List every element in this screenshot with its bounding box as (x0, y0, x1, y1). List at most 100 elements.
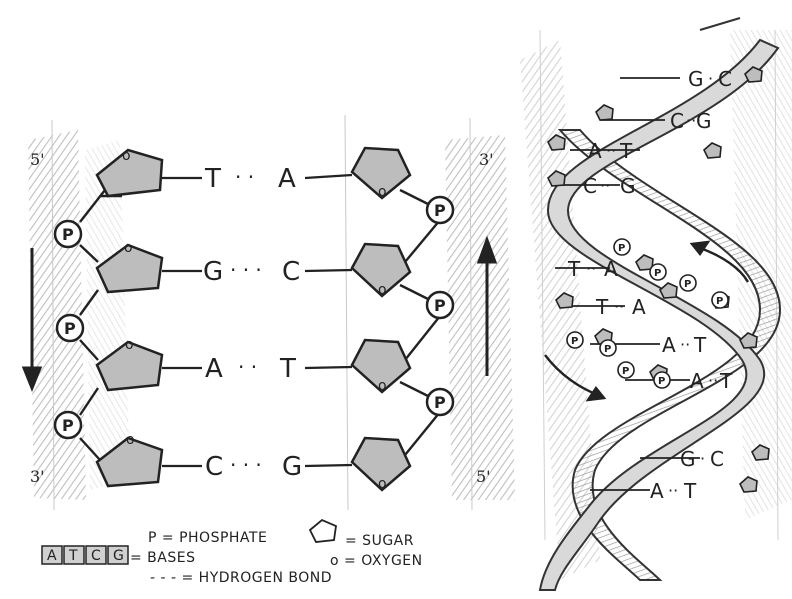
helix-sugar (703, 142, 722, 159)
helix-direction-arrows (544, 240, 750, 402)
helix-phosphate: P (613, 238, 631, 256)
legend-sugar-icon (308, 518, 337, 543)
left-sugar-2: o (95, 240, 164, 294)
base-pair-3: A · · T (162, 354, 353, 384)
oxygen-glyph: o (125, 337, 134, 353)
double-helix: G · C C ··· G A ·· T C ·· G T ·· A T ·· … (520, 17, 792, 591)
phosphate-glyph: P (684, 279, 691, 290)
base-left: T (204, 164, 221, 194)
legend: P = PHOSPHATE A T C G = BASES - - - = HY… (41, 518, 422, 586)
legend-sugar: = SUGAR (345, 533, 414, 549)
helix-base-right: T (719, 369, 733, 393)
helix-sugar (547, 134, 566, 151)
right-backbone (399, 188, 441, 456)
helix-base-left: C (583, 174, 597, 198)
helix-phosphate: P (566, 331, 584, 349)
hydrogen-bond: · · (238, 355, 257, 379)
hydrogen-bond: · · · (230, 258, 262, 282)
helix-phosphate: P (679, 274, 697, 292)
phosphate-glyph: P (434, 296, 446, 315)
phosphate-glyph: P (64, 319, 76, 338)
helix-bond: ·· (708, 371, 718, 390)
base-right: G (282, 452, 302, 482)
base-pair-4: C · · · G (162, 452, 353, 482)
helix-bond: ·· (600, 176, 610, 195)
right-sugar-3: o (350, 338, 412, 394)
helix-base-right: T (693, 333, 707, 357)
helix-bond: · (700, 449, 705, 468)
oxygen-glyph: o (126, 432, 135, 448)
left-strand-bottom-end: 3' (30, 467, 45, 486)
helix-ribbon-back (557, 129, 782, 581)
helix-base-left: G (680, 447, 696, 471)
base-right: C (282, 257, 300, 287)
helix-base-left: T (567, 257, 581, 281)
helix-sugar (635, 254, 654, 271)
right-phosphates: P P P (425, 195, 455, 417)
right-sugars: o o o o (350, 146, 412, 492)
right-sugar-4: o (350, 436, 412, 492)
legend-bases: = BASES (130, 550, 195, 566)
helix-phosphate: P (617, 361, 635, 379)
helix-base-left: A (690, 369, 704, 393)
helix-base-right: T (619, 139, 633, 163)
left-sugar-1: o (95, 148, 164, 198)
oxygen-glyph: o (378, 184, 387, 200)
phosphate-glyph: P (571, 336, 578, 347)
helix-bond: · (708, 69, 713, 88)
phosphate-glyph: P (658, 376, 665, 387)
down-arrow-head (21, 366, 43, 393)
left-phosphate-1: P (53, 219, 83, 249)
helix-sugar (547, 170, 566, 187)
left-phosphates: P P P (53, 219, 85, 440)
oxygen-glyph: o (124, 240, 133, 256)
base-right: T (279, 354, 296, 384)
legend-bases-boxes: A T C G (41, 545, 129, 565)
helix-phosphate: P (599, 339, 617, 357)
helix-sugar (659, 282, 678, 299)
phosphate-glyph: P (434, 201, 446, 220)
guide-lines (51, 114, 473, 511)
helix-bond: ·· (586, 259, 596, 278)
phosphate-glyph: P (654, 268, 661, 279)
legend-base-letter: G (113, 548, 124, 564)
hydrogen-bond: · · (235, 165, 254, 189)
left-sugar-4: o (95, 432, 164, 488)
helix-phosphate: P (711, 291, 729, 309)
helix-arrow-down-head (585, 385, 607, 402)
oxygen-glyph: o (378, 378, 387, 394)
helix-base-letters: G · C C ··· G A ·· T C ·· G T ·· A T ·· … (567, 67, 733, 503)
right-phosphate-2: P (425, 290, 455, 320)
helix-phosphate: P (653, 371, 671, 389)
left-sugar-3: o (95, 337, 164, 392)
helix-base-right: T (683, 479, 697, 503)
right-strand-bottom-end: 5' (476, 467, 491, 486)
oxygen-glyph: o (378, 476, 387, 492)
helix-base-left: T (595, 295, 609, 319)
helix-bond: ·· (614, 297, 624, 316)
helix-phosphates: P P P P P P P P (566, 238, 729, 389)
oxygen-glyph: o (378, 282, 387, 298)
helix-arrow-up-head (689, 240, 711, 257)
helix-shading-left (520, 40, 600, 580)
helix-bond: ·· (606, 141, 616, 160)
left-phosphate-2: P (55, 313, 85, 343)
helix-arrow-up-shaft (699, 246, 750, 283)
helix-base-right: G (696, 109, 712, 133)
right-phosphate-1: P (425, 195, 455, 225)
right-sugar-1: o (350, 146, 412, 200)
phosphate-glyph: P (604, 344, 611, 355)
phosphate-glyph: P (716, 296, 723, 307)
helix-base-left: G (688, 67, 704, 91)
helix-base-left: A (662, 333, 676, 357)
helix-base-left: C (670, 109, 684, 133)
left-sugars: o o o o (95, 148, 164, 488)
legend-phosphate: P = PHOSPHATE (148, 530, 267, 546)
base-pair-rungs: T · · A G · · · C A · · T C · · · G (162, 164, 353, 482)
phosphate-glyph: P (618, 243, 625, 254)
phosphate-glyph: P (62, 416, 74, 435)
helix-sugar (595, 104, 614, 121)
helix-sugar (739, 476, 758, 493)
legend-base-letter: A (47, 548, 57, 564)
oxygen-glyph: o (122, 148, 131, 164)
